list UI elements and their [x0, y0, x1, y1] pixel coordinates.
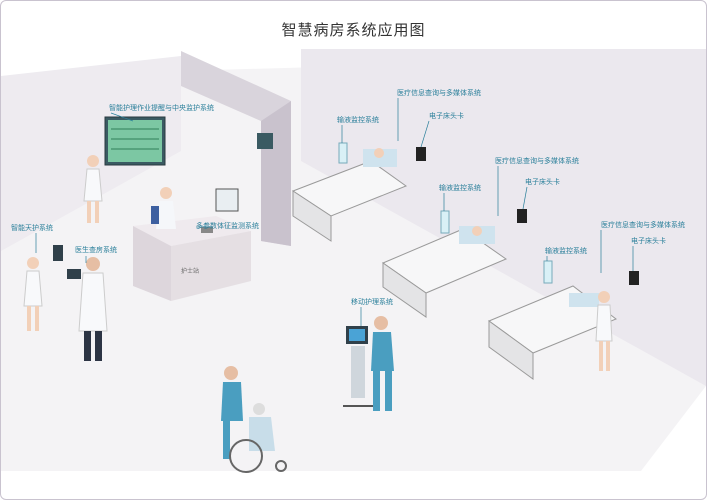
label-infusion-3: 输液监控系统 [545, 247, 587, 255]
label-infusion-1: 输液监控系统 [337, 116, 379, 124]
mobile-cart-figure [343, 316, 394, 411]
pillar-screen [257, 133, 273, 149]
nurse-station-desk [133, 188, 251, 301]
diagram-title: 智慧病房系统应用图 [281, 21, 426, 39]
label-ebed-1: 电子床头卡 [429, 112, 464, 120]
hospital-bed-3 [487, 260, 639, 380]
hospital-bed-1 [291, 142, 426, 242]
hospital-bed-2 [381, 209, 527, 318]
desk-sign: 护士站 [181, 267, 199, 275]
wheelchair-figure [221, 366, 287, 473]
label-central-monitoring: 智能护理作业提醒与中央监护系统 [109, 104, 214, 112]
leader-lines [35, 98, 634, 326]
label-doctor-rounds: 医生查房系统 [75, 246, 117, 254]
label-ebed-3: 电子床头卡 [631, 237, 666, 245]
label-medinfo-3: 医疗信息查询与多媒体系统 [601, 221, 685, 229]
nurse-figure-1 [83, 155, 103, 223]
label-medinfo-2: 医疗信息查询与多媒体系统 [495, 157, 579, 165]
desk-nurse-figure [151, 187, 176, 229]
label-multiparam: 多参数体征监测系统 [196, 222, 259, 230]
label-ebed-2: 电子床头卡 [525, 178, 560, 186]
doctor-figure [67, 257, 108, 361]
nurse-figure-2 [23, 245, 63, 331]
central-monitor-screen [104, 116, 166, 166]
left-wall [1, 56, 181, 251]
label-smart-nurse: 智能天护系统 [11, 224, 53, 232]
label-mobile-nursing: 移动护理系统 [351, 298, 393, 306]
label-infusion-2: 输液监控系统 [439, 184, 481, 192]
label-medinfo-1: 医疗信息查询与多媒体系统 [397, 89, 481, 97]
